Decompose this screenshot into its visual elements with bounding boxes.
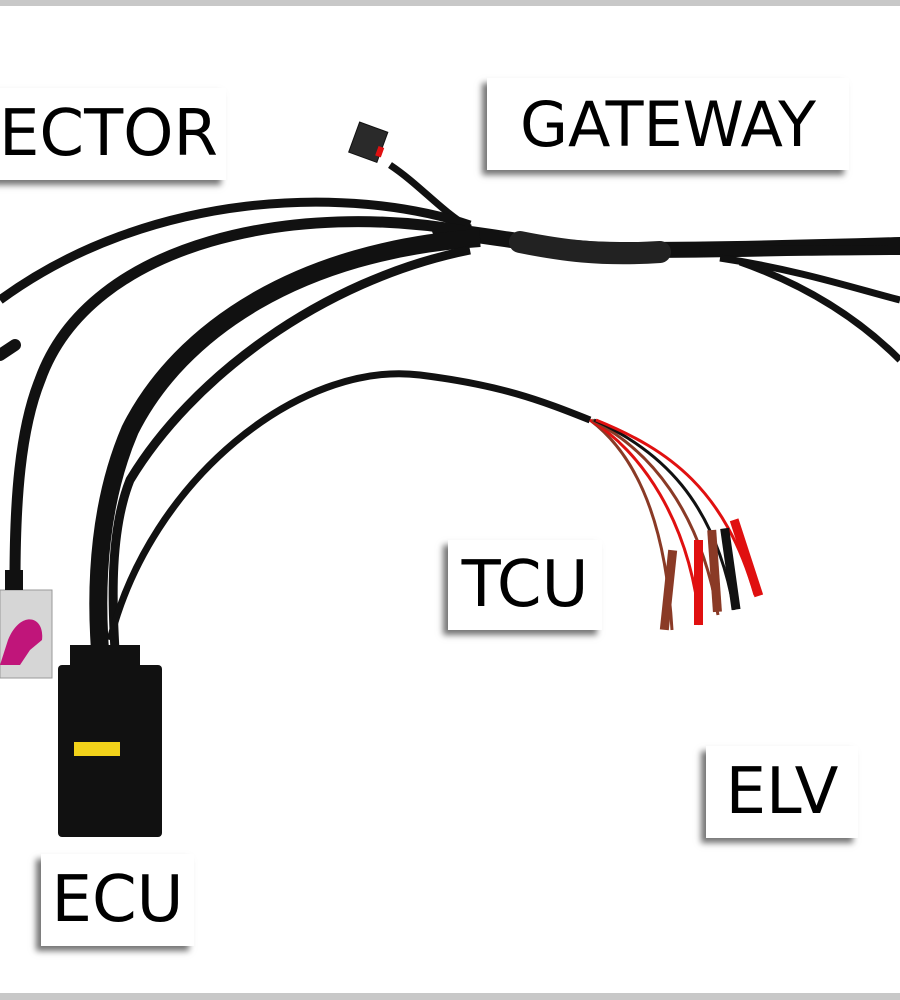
ecu-connector [58, 645, 162, 837]
cable-right-3 [738, 258, 900, 363]
label-tcu-text: TCU [461, 548, 589, 622]
cable-tcu [106, 370, 592, 641]
gray-connector [0, 570, 53, 679]
frame-bottom [0, 993, 900, 1000]
label-gateway-text: GATEWAY [519, 87, 817, 161]
cable-right-1 [699, 245, 900, 256]
label-connector: ECTOR [0, 88, 226, 180]
label-ecu-text: ECU [51, 863, 184, 937]
pin-red-1 [694, 540, 703, 625]
label-ecu: ECU [41, 854, 194, 946]
label-tcu: TCU [448, 540, 602, 630]
pin-brown-1 [659, 549, 678, 631]
gateway-connector [348, 121, 389, 164]
frame-top [0, 0, 900, 6]
cable-connector-1 [0, 197, 472, 304]
pin-black [720, 527, 741, 611]
cable-connector-2 [9, 216, 472, 581]
cable-stub [0, 339, 21, 361]
cable-ecu-2 [108, 245, 471, 651]
label-gateway: GATEWAY [487, 78, 849, 170]
trunk-sleeve [509, 231, 671, 265]
wire-brown-2 [591, 418, 720, 616]
cable-ecu-1 [89, 229, 481, 651]
label-elv-text: ELV [725, 755, 839, 829]
label-connector-text: ECTOR [0, 97, 218, 171]
pin-brown-2 [707, 529, 722, 613]
pin-red-2 [729, 518, 764, 598]
wire-black [593, 418, 736, 611]
label-elv: ELV [706, 746, 858, 838]
